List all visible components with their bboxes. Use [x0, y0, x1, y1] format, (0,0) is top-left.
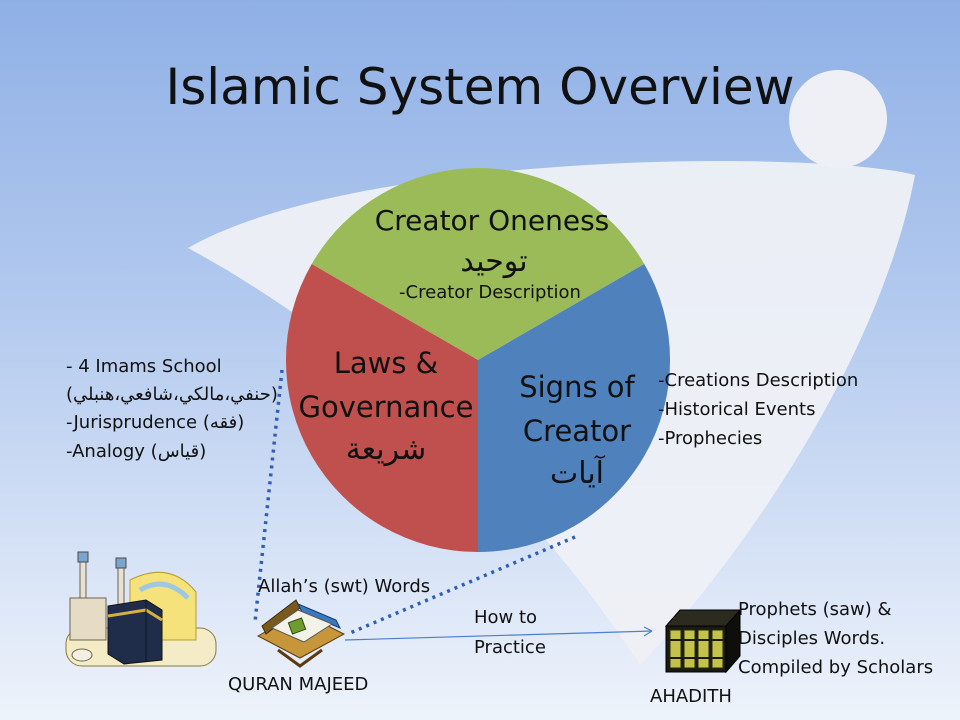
connector-signs-to-quran: [349, 535, 576, 635]
background-circle: [789, 70, 887, 168]
quran-caption-top: Allah’s (swt) Words: [258, 576, 431, 597]
left-note-imams: - 4 Imams School: [66, 356, 222, 377]
ahadith-label: AHADITH: [650, 686, 732, 707]
ahadith-desc-line1: Prophets (saw) &: [738, 599, 892, 620]
right-note-history: -Historical Events: [658, 399, 816, 420]
kaaba-illustration: [65, 551, 217, 667]
segment-laws-governance: [285, 264, 478, 552]
creator-oneness-title: Creator Oneness: [374, 204, 610, 237]
ahadith-desc-line3: Compiled by Scholars: [738, 657, 934, 678]
laws-governance-title-line1: Laws &: [333, 346, 439, 380]
signs-of-creator-title-line2: Creator: [522, 414, 632, 448]
right-note-creations: -Creations Description: [658, 370, 859, 391]
left-note-analogy: -Analogy (قياس): [66, 441, 207, 462]
laws-governance-arabic: شريعة: [345, 432, 427, 467]
quran-book-icon: [256, 599, 346, 668]
arrow-label-line1: How to: [474, 607, 538, 628]
signs-of-creator-arabic: آيات: [549, 456, 605, 491]
connector-laws-to-quran: [253, 369, 284, 623]
creator-oneness-note: -Creator Description: [399, 282, 581, 303]
left-note-jurisprudence: -Jurisprudence (فقه): [66, 412, 245, 433]
left-note-madhabs: (حنفي،مالكي،شافعي،هنبلي): [66, 384, 278, 405]
quran-label: QURAN MAJEED: [228, 674, 369, 695]
laws-governance-title-line2: Governance: [298, 390, 474, 424]
arrow-head: [643, 626, 653, 637]
right-note-prophecies: -Prophecies: [658, 428, 763, 449]
ahadith-books-icon: [664, 608, 742, 674]
ahadith-desc-line2: Disciples Words.: [738, 628, 886, 649]
segment-creator-oneness: [311, 167, 645, 360]
segment-signs-of-creator: [478, 264, 671, 552]
slide-title: Islamic System Overview: [165, 58, 795, 116]
creator-oneness-arabic: توحيد: [460, 244, 528, 279]
arrow-label-line2: Practice: [474, 637, 546, 658]
signs-of-creator-title-line1: Signs of: [519, 370, 635, 404]
arrow-line: [344, 630, 653, 641]
